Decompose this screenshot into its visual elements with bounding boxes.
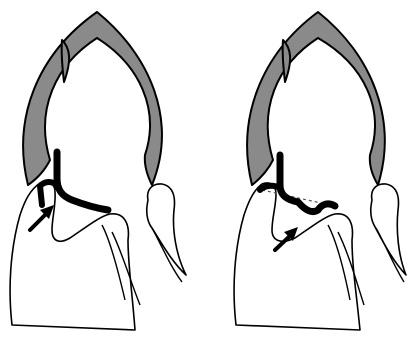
implant-shell-right — [247, 12, 385, 185]
panel-right — [234, 12, 406, 330]
wire-wavy-right — [280, 155, 335, 212]
hand-left — [10, 182, 135, 330]
implant-shell-left — [23, 12, 162, 185]
wire-hook-left — [57, 152, 108, 210]
panel-left — [10, 12, 186, 330]
